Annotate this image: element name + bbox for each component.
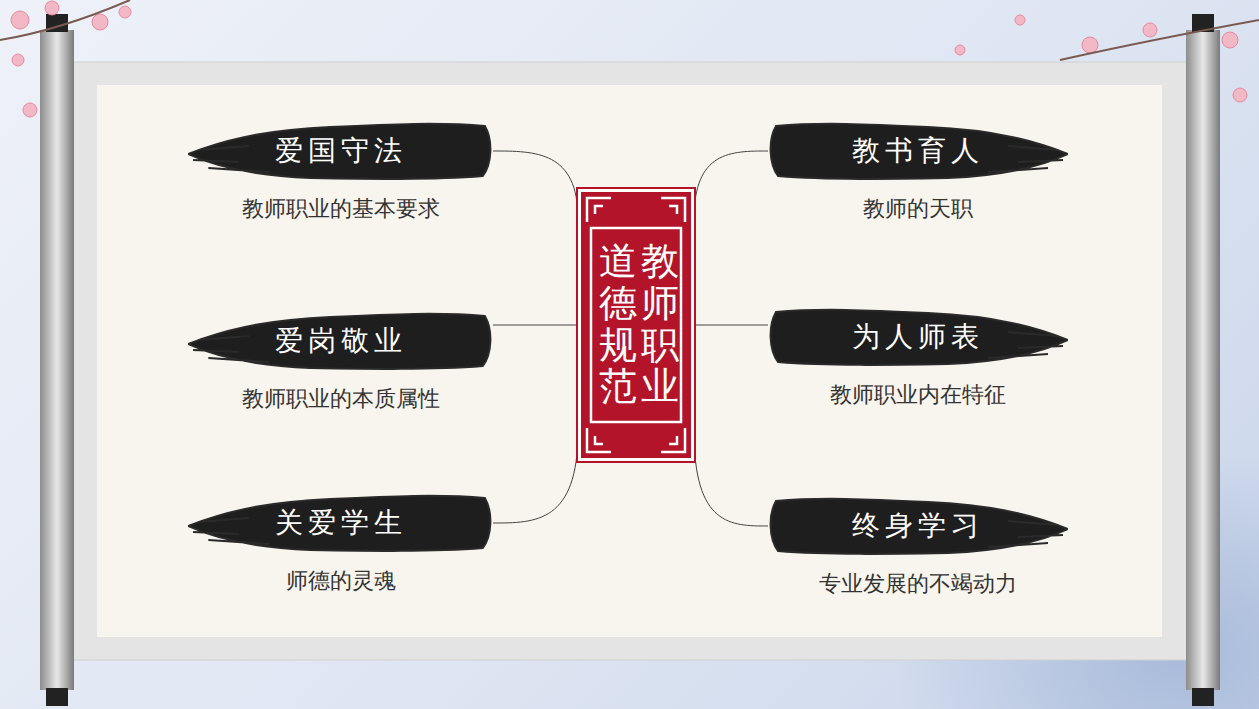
subtitle: 教师职业的本质属性 xyxy=(188,384,493,414)
subtitle: 教师职业内在特征 xyxy=(768,380,1068,410)
subtitle: 专业发展的不竭动力 xyxy=(768,569,1068,599)
connector-curve xyxy=(694,151,768,219)
vertical-title: 教师职业 xyxy=(641,241,679,408)
band-title: 关爱学生 xyxy=(188,492,493,554)
connector-curve xyxy=(694,325,768,326)
connector-curve xyxy=(493,151,578,219)
connector-curve xyxy=(493,431,578,523)
ink-band-node: 爱岗敬业教师职业的本质属性 xyxy=(188,310,493,414)
ink-band-node: 爱国守法教师职业的基本要求 xyxy=(188,120,493,224)
center-plaque: 教师职业道德规范 xyxy=(578,189,694,461)
vertical-title: 道德规范 xyxy=(599,241,637,408)
ink-band-node: 为人师表教师职业内在特征 xyxy=(768,306,1068,410)
connector-curve xyxy=(493,325,578,326)
connector-curve xyxy=(694,431,768,526)
band-title: 爱岗敬业 xyxy=(188,310,493,372)
subtitle: 教师的天职 xyxy=(768,194,1068,224)
band-title: 为人师表 xyxy=(768,306,1068,368)
band-title: 爱国守法 xyxy=(188,120,493,182)
ink-band-node: 终身学习专业发展的不竭动力 xyxy=(768,495,1068,599)
subtitle: 教师职业的基本要求 xyxy=(188,194,493,224)
ink-band-node: 关爱学生师德的灵魂 xyxy=(188,492,493,596)
band-title: 教书育人 xyxy=(768,120,1068,182)
ink-band-node: 教书育人教师的天职 xyxy=(768,120,1068,224)
subtitle: 师德的灵魂 xyxy=(188,566,493,596)
band-title: 终身学习 xyxy=(768,495,1068,557)
